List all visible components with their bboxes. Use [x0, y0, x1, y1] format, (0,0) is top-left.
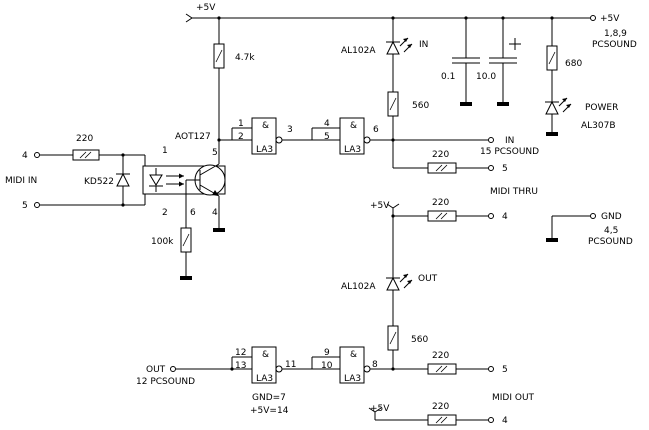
led-out-branch: AL102A OUT 560 — [341, 216, 438, 371]
gate-3-in-a: 12 — [235, 348, 246, 358]
diode-kd522-label: KD522 — [84, 177, 114, 187]
diode-kd522: KD522 — [84, 155, 130, 205]
pcsound-power-terminal: +5V 1,8,9 PCSOUND — [590, 14, 637, 50]
midi-out-pin5: 5 — [502, 365, 508, 375]
power-led-branch: 680 POWER AL307B — [545, 18, 618, 136]
gate-1: & LA3 1 2 3 — [219, 117, 312, 155]
midi-in-return-wire — [40, 203, 145, 207]
gate-1-sym: & — [262, 121, 269, 131]
midi-in-connector: 4 MIDI IN 5 — [5, 151, 40, 211]
resistor-4k7-label: 4.7k — [235, 53, 255, 63]
ic-gnd-note: GND=7 — [252, 393, 286, 403]
pcsound-power-name: PCSOUND — [592, 40, 637, 50]
midi-thru-pin5: 5 — [502, 164, 508, 174]
midi-out-label: MIDI OUT — [492, 393, 535, 403]
pcsound-gnd-pins: 4,5 — [604, 226, 618, 236]
resistor-220-thru1-label: 220 — [432, 150, 449, 160]
resistor-100k-label: 100k — [151, 237, 174, 247]
gate-1-in-a: 1 — [238, 119, 244, 129]
vcc-out-led-label: +5V — [370, 201, 390, 211]
out-signal-label: OUT — [146, 365, 166, 375]
power-led-label: POWER — [585, 103, 618, 113]
resistor-220-input-label: 220 — [76, 134, 93, 144]
led-in-type: AL102A — [341, 46, 376, 56]
opto-pin6: 6 — [190, 208, 196, 218]
opto-pin5: 5 — [212, 148, 218, 158]
midi-thru-pin4: 4 — [502, 212, 508, 222]
led-out-type: AL102A — [341, 282, 376, 292]
in-output-wire: IN 15 PCSOUND — [370, 136, 539, 157]
midi-out-vcc-branch: +5V 220 4 — [368, 402, 508, 426]
gate-4-type: LA3 — [344, 374, 361, 384]
midi-thru-label: MIDI THRU — [490, 187, 538, 197]
gate-2-type: LA3 — [344, 145, 361, 155]
led-out-label: OUT — [418, 274, 438, 284]
midi-thru-branch: 220 5 MIDI THRU — [392, 140, 538, 197]
gate-3-out: 11 — [285, 360, 296, 370]
resistor-220-out1-label: 220 — [432, 351, 449, 361]
resistor-4k7: 4.7k — [213, 18, 255, 140]
vcc-top-label: +5V — [196, 3, 216, 13]
in-signal-pin: 15 PCSOUND — [480, 147, 539, 157]
midi-out-pin4: 4 — [502, 416, 508, 426]
vcc-bottom-label: +5V — [370, 404, 390, 414]
ic-vcc-note: +5V=14 — [250, 406, 289, 416]
in-signal-label: IN — [505, 136, 514, 146]
gate-3-sym: & — [262, 350, 269, 360]
resistor-680-label: 680 — [565, 59, 582, 69]
cap-10-label: 10.0 — [476, 72, 496, 82]
ic-power-note: GND=7 +5V=14 — [250, 393, 289, 416]
opto-pin4: 4 — [212, 208, 218, 218]
gate-1-in-b: 2 — [238, 132, 244, 142]
midi-in-label: MIDI IN — [5, 176, 37, 186]
midi-thru-vcc-branch: +5V 220 4 — [370, 198, 508, 222]
midi-in-pin5: 5 — [22, 201, 28, 211]
gate-1-out: 3 — [287, 125, 293, 135]
midi-in-pin4: 4 — [22, 151, 28, 161]
gate-2: & LA3 4 5 6 — [311, 117, 379, 155]
pcsound-power-pins: 1,8,9 — [604, 29, 627, 39]
resistor-560-in-label: 560 — [412, 101, 429, 111]
gate-4-sym: & — [350, 350, 357, 360]
opto-pin1: 1 — [162, 146, 168, 156]
gate-4-in-b: 10 — [321, 361, 333, 371]
midi-out-branch: 220 5 MIDI OUT — [370, 351, 535, 403]
resistor-100k: 100k — [151, 227, 192, 280]
gate-2-in-b: 5 — [324, 132, 330, 142]
pcsound-gnd-name: PCSOUND — [588, 237, 633, 247]
gate-4-in-a: 9 — [324, 348, 330, 358]
pcsound-power-label: +5V — [600, 14, 620, 24]
led-in-label: IN — [419, 40, 428, 50]
gate-3-type: LA3 — [256, 374, 273, 384]
power-led-type: AL307B — [581, 121, 616, 131]
out-input-terminal: OUT 12 PCSOUND — [136, 356, 252, 387]
resistor-560-out-label: 560 — [411, 335, 428, 345]
opto-pin2: 2 — [162, 208, 168, 218]
pcsound-gnd-terminal: GND 4,5 PCSOUND — [546, 212, 633, 247]
cap-0.1-label: 0.1 — [441, 72, 455, 82]
gate-4-out: 8 — [372, 360, 378, 370]
gate-1-type: LA3 — [256, 145, 273, 155]
resistor-220-thru2-label: 220 — [432, 198, 449, 208]
capacitors: 0.1 10.0 — [441, 18, 521, 106]
opto-label: AOT127 — [175, 132, 211, 142]
optocoupler-aot127: AOT127 1 2 5 6 4 — [142, 132, 226, 232]
resistor-220-input: 220 — [40, 134, 145, 161]
gate-2-sym: & — [350, 121, 357, 131]
resistor-220-out2-label: 220 — [432, 402, 449, 412]
gate-2-out: 6 — [373, 125, 379, 135]
led-in-branch: AL102A IN 560 — [341, 18, 429, 142]
gate-3-in-b: 13 — [235, 361, 246, 371]
gate-4: & LA3 9 10 8 — [311, 346, 378, 384]
out-signal-pin: 12 PCSOUND — [136, 377, 195, 387]
vcc-rail-top: +5V — [185, 3, 590, 23]
gate-3: & LA3 12 13 11 — [235, 346, 312, 384]
gate-2-in-a: 4 — [324, 119, 330, 129]
pcsound-gnd-label: GND — [601, 212, 622, 222]
